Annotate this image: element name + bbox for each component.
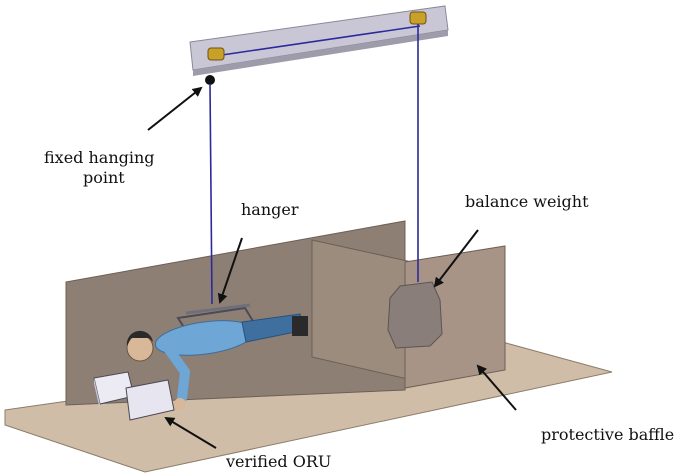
balance-weight — [387, 281, 443, 349]
pulley-left — [207, 47, 225, 61]
label-balance-weight: balance weight — [465, 192, 589, 211]
label-verified-oru: verified ORU — [226, 452, 332, 471]
person-head — [126, 334, 154, 362]
beam-inner-rope — [221, 25, 421, 56]
arrow-protective-baffle — [476, 364, 517, 411]
pulley-right — [409, 11, 427, 25]
arrow-hanger — [217, 237, 243, 304]
arrow-verified-oru — [164, 416, 217, 449]
arrow-fixed-hanging-point — [147, 86, 203, 131]
hanger-bar — [185, 303, 251, 315]
person-hair — [126, 330, 153, 346]
person-feet — [292, 316, 308, 336]
fixed-hanging-point-node — [205, 75, 215, 85]
label-fixed-hanging-point-line1: fixed hanging — [44, 148, 155, 167]
overhead-beam-underside — [193, 30, 448, 76]
person-hand — [174, 398, 186, 410]
label-fixed-hanging-point: fixed hanging point — [44, 148, 155, 188]
arrow-balance-weight — [433, 229, 479, 288]
hanger-rope — [209, 83, 213, 305]
label-protective-baffle: protective baffle — [541, 425, 675, 444]
oru-box-small-side — [94, 378, 100, 410]
label-hanger: hanger — [241, 200, 299, 219]
person-arm — [160, 339, 191, 403]
oru-box-verified — [125, 379, 175, 421]
label-fixed-hanging-point-line2: point — [83, 168, 125, 187]
